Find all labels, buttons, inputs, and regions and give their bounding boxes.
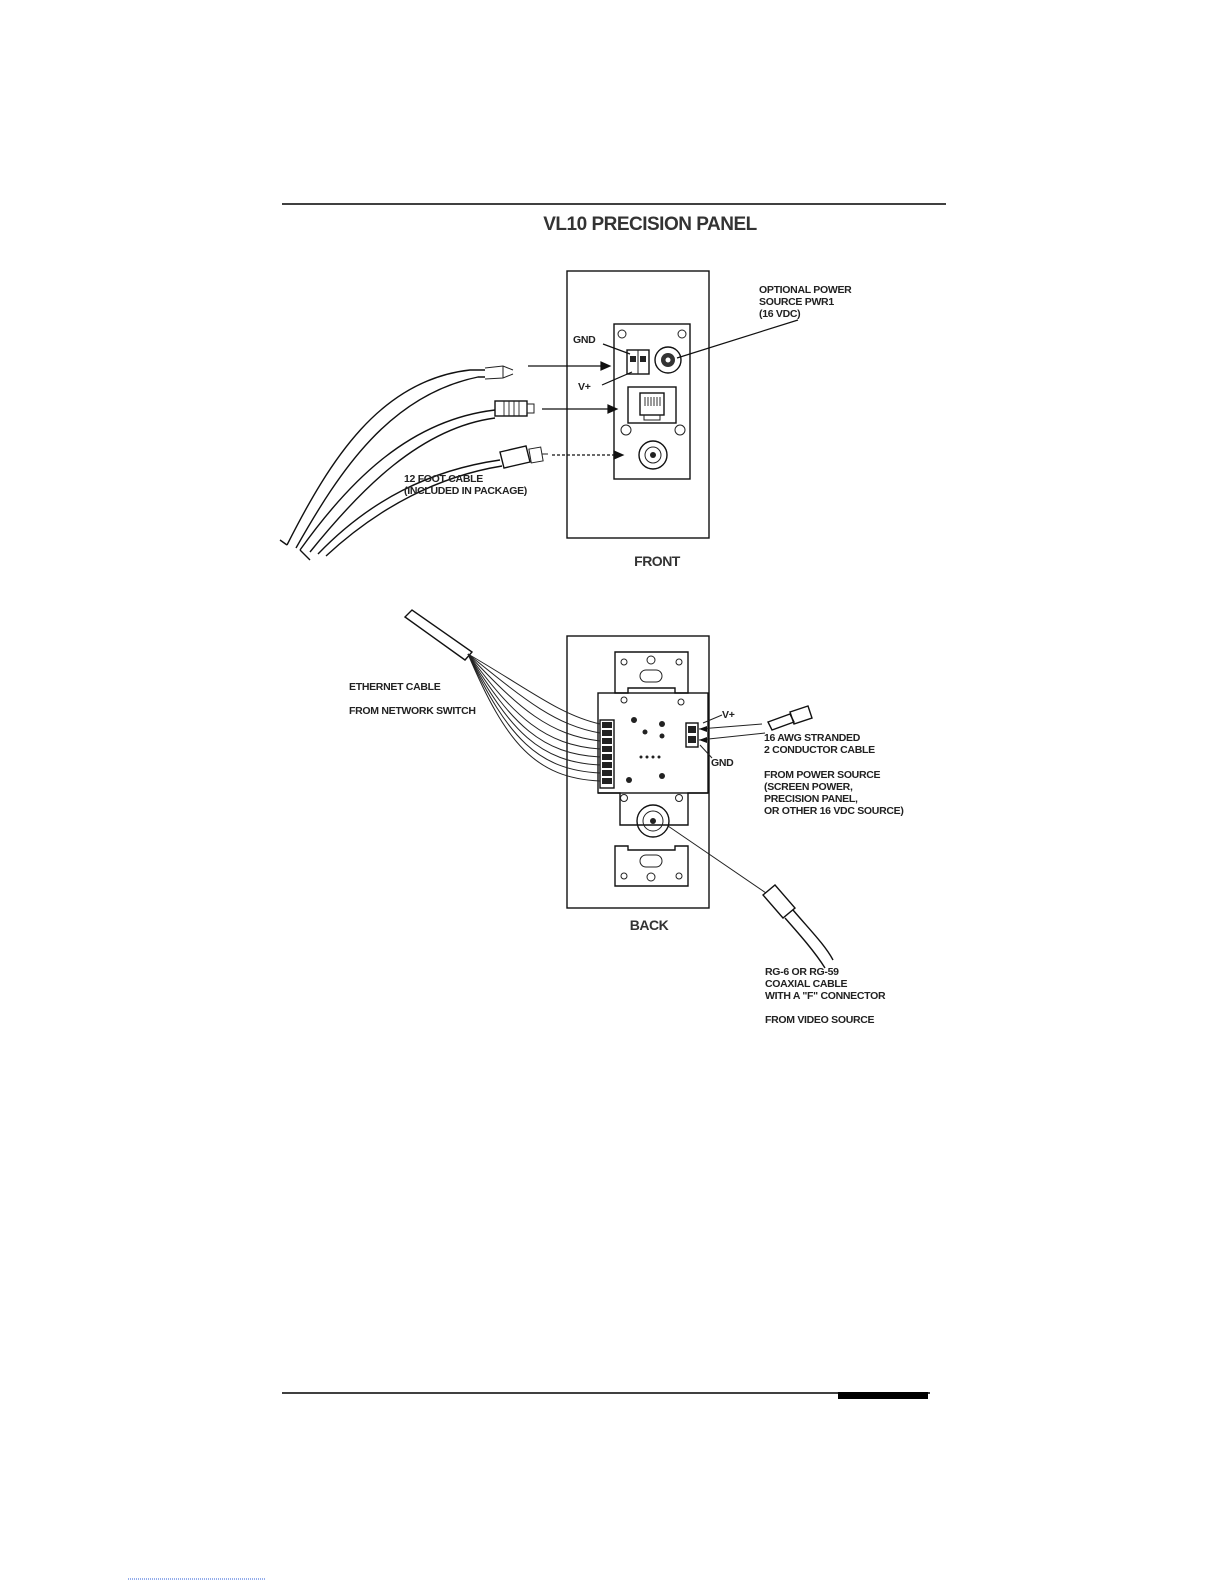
coax-label-line-3: WITH A "F" CONNECTOR xyxy=(765,990,886,1002)
coax-label-line-1: RG-6 OR RG-59 xyxy=(765,966,839,978)
wire-pair-icon xyxy=(484,365,514,380)
diagram-title: VL10 PRECISION PANEL xyxy=(543,214,757,235)
front-wallplate xyxy=(566,270,710,539)
optional-power-line-3: (16 VDC) xyxy=(759,308,800,320)
back-wallplate xyxy=(566,635,710,909)
front-screw-icon xyxy=(620,424,632,436)
optional-power-line-2: SOURCE PWR1 xyxy=(759,296,834,308)
front-screw-icon xyxy=(674,424,686,436)
optional-power-line-1: OPTIONAL POWER xyxy=(759,284,852,296)
power-source-line-2: (SCREEN POWER, xyxy=(764,781,853,793)
back-pcb xyxy=(597,692,709,794)
footer-bar xyxy=(838,1392,928,1399)
front-f-connector-icon xyxy=(638,440,668,470)
front-cable-bundle xyxy=(279,369,503,561)
f-plug-icon xyxy=(499,445,531,469)
back-caption: BACK xyxy=(630,917,669,933)
power-source-line-1: FROM POWER SOURCE xyxy=(764,769,881,781)
ethernet-wires xyxy=(467,653,601,782)
awg-label-line-1: 16 AWG STRANDED xyxy=(764,732,861,744)
back-view: ETHERNET CABLE FROM NETWORK SWITCH V+ GN… xyxy=(349,609,904,1026)
back-vplus-label: V+ xyxy=(722,709,735,721)
network-switch-label: FROM NETWORK SWITCH xyxy=(349,705,476,717)
coax-cable xyxy=(667,825,834,969)
power-source-line-3: PRECISION PANEL, xyxy=(764,793,858,805)
power-cable xyxy=(698,705,813,743)
cable-label-line-2: (INCLUDED IN PACKAGE) xyxy=(404,485,527,497)
front-arrows xyxy=(528,319,799,460)
front-caption: FRONT xyxy=(634,553,681,569)
power-jack-icon xyxy=(654,346,682,374)
bottom-mounting-ear xyxy=(614,845,689,887)
front-rj45-frame xyxy=(627,386,677,424)
cable-label-line-1: 12 FOOT CABLE xyxy=(404,473,483,485)
front-screw-icon xyxy=(617,329,627,339)
back-pcb-lower xyxy=(598,792,708,826)
back-gnd-label: GND xyxy=(711,757,734,769)
rj45-plug-icon xyxy=(494,400,528,417)
front-vplus-label: V+ xyxy=(578,381,591,393)
video-source-label: FROM VIDEO SOURCE xyxy=(765,1014,875,1026)
front-panel-module xyxy=(613,323,691,480)
power-terminal-block xyxy=(685,722,699,748)
front-gnd-label: GND xyxy=(573,334,596,346)
back-f-connector-icon xyxy=(636,804,670,838)
ethernet-cable-jacket xyxy=(403,609,474,661)
top-mounting-ear xyxy=(614,651,689,694)
ethernet-terminal-block xyxy=(599,719,615,789)
power-source-line-4: OR OTHER 16 VDC SOURCE) xyxy=(764,805,904,817)
front-view: GND V+ OPTIONAL POWER SOURCE PWR1 (16 VD… xyxy=(279,270,852,569)
coax-label-line-2: COAXIAL CABLE xyxy=(765,978,848,990)
ethernet-cable-label: ETHERNET CABLE xyxy=(349,681,441,693)
awg-label-line-2: 2 CONDUCTOR CABLE xyxy=(764,744,875,756)
rj45-port-icon xyxy=(639,392,665,416)
front-screw-icon xyxy=(677,329,687,339)
